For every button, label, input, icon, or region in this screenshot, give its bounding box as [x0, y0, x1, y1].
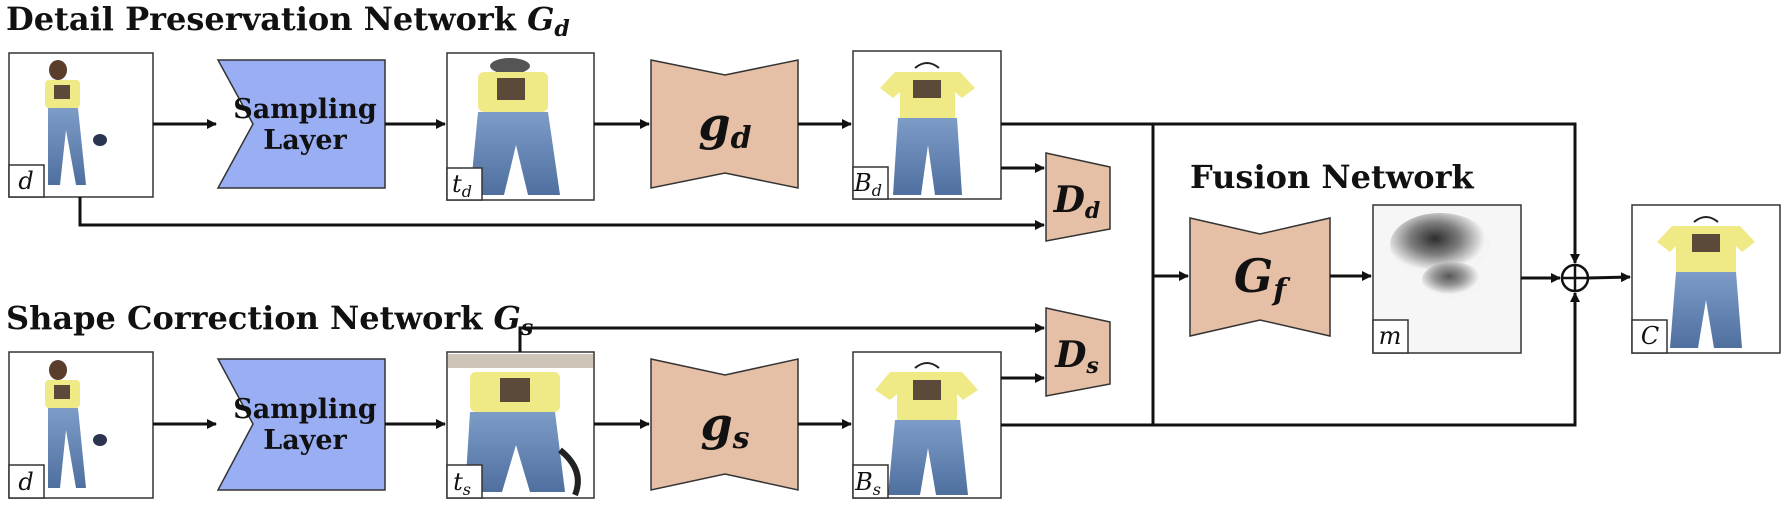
image-Bs: Bs — [852, 351, 1002, 499]
fusion-plus-icon — [1560, 263, 1590, 293]
warped-garment-icon — [448, 354, 593, 497]
Gf-label: Gf — [1234, 249, 1291, 308]
image-td: td — [446, 52, 595, 201]
label-td: td — [452, 170, 472, 201]
label-ts: ts — [453, 468, 471, 499]
image-Bd: Bd — [852, 50, 1002, 200]
generator-Gf: Gf — [1189, 217, 1331, 337]
gs-label: gs — [700, 397, 749, 456]
discriminator-Ds: Ds — [1045, 307, 1111, 397]
label-m: m — [1379, 322, 1402, 350]
garment-flatlay-icon — [875, 362, 978, 495]
image-C: C — [1631, 204, 1781, 354]
image-m: m — [1372, 204, 1522, 354]
image-ts: ts — [446, 351, 595, 499]
fusion-network-title: Fusion Network — [1190, 158, 1474, 196]
garment-flatlay-icon — [880, 62, 975, 195]
warped-garment-icon — [470, 58, 560, 195]
garment-flatlay-icon — [1657, 216, 1755, 348]
sampling-layer-top: Sampling Layer — [216, 59, 386, 189]
person-figure-icon — [45, 60, 107, 185]
label-Bd: Bd — [853, 169, 882, 200]
generator-gs: gs — [650, 358, 799, 491]
Dd-label: Dd — [1053, 179, 1101, 224]
image-d-top: d — [8, 52, 154, 198]
label-C: C — [1641, 322, 1659, 350]
sampling-bottom-line1: Sampling — [233, 394, 377, 425]
label-Bs: Bs — [854, 468, 881, 499]
label-d-bottom: d — [18, 468, 33, 496]
sampling-layer-bottom: Sampling Layer — [216, 358, 386, 491]
sampling-bottom-line2: Layer — [263, 425, 347, 456]
detail-network-title: Detail Preservation Network Gd — [6, 0, 570, 42]
sampling-top-line2: Layer — [263, 125, 347, 156]
sampling-top-line1: Sampling — [233, 94, 377, 125]
image-d-bottom: d — [8, 351, 154, 499]
generator-gd: gd — [650, 59, 799, 189]
person-figure-icon — [45, 360, 107, 488]
shape-network-title: Shape Correction Network Gs — [6, 299, 533, 341]
gd-label: gd — [698, 97, 751, 156]
connectors — [78, 119, 1631, 429]
Ds-label: Ds — [1054, 334, 1099, 379]
discriminator-Dd: Dd — [1045, 152, 1111, 242]
label-d-top: d — [18, 167, 33, 195]
